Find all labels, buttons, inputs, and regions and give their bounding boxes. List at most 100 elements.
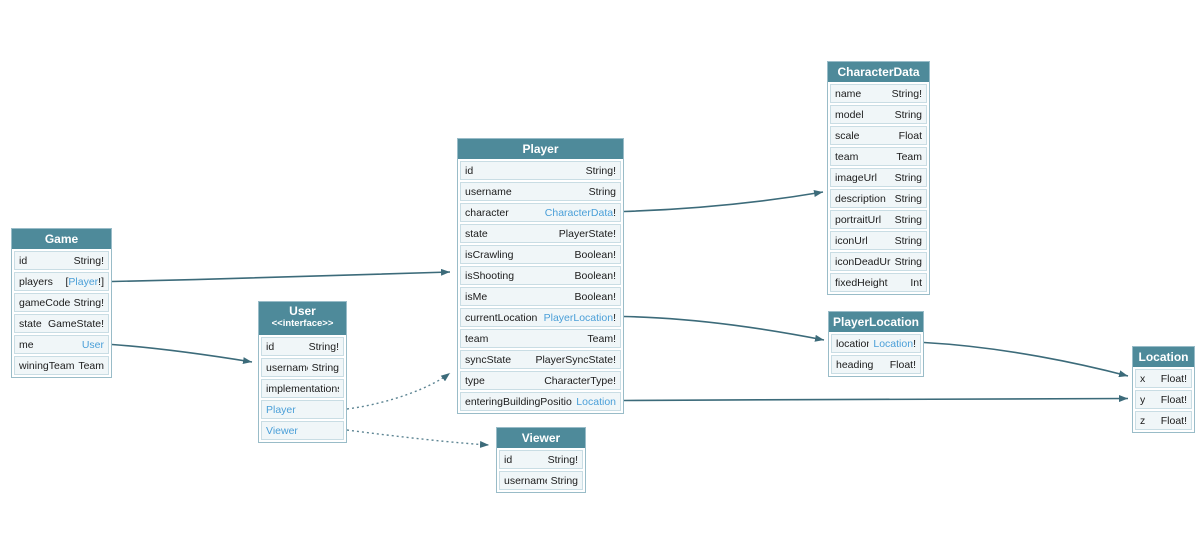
field-type: Float! [1161, 394, 1187, 406]
field-name: currentLocation [465, 311, 538, 324]
field-type: String! [586, 165, 616, 177]
field-row-viewer[interactable]: Viewer [261, 421, 344, 440]
type-text: String [588, 185, 616, 198]
type-link[interactable]: Location [576, 395, 616, 408]
table-title[interactable]: Location [1133, 347, 1194, 367]
field-row-implementations[interactable]: implementations [261, 379, 344, 398]
type-link[interactable]: User [81, 338, 104, 351]
relationship-arrow-playerlocation-location-to-location [923, 341, 1129, 378]
type-text: Team [896, 150, 922, 163]
relationship-arrow-game-me-to-user [111, 343, 253, 365]
field-row-players[interactable]: players[Player!] [14, 272, 109, 291]
field-name: fixedHeight [835, 276, 888, 289]
relationship-arrow-game-players-to-player [111, 268, 451, 283]
type-text: GameState! [47, 317, 104, 330]
type-link[interactable]: Viewer [266, 424, 298, 437]
type-text: String [894, 213, 922, 226]
type-text: Float! [1160, 372, 1187, 385]
type-link[interactable]: Player [266, 403, 296, 416]
type-link[interactable]: CharacterData [544, 206, 614, 219]
table-title[interactable]: Player [458, 139, 623, 159]
type-text: String [894, 171, 922, 184]
type-text: String [894, 192, 922, 205]
type-link[interactable]: Player [68, 275, 99, 288]
type-text: Float! [889, 358, 916, 371]
table-title[interactable]: CharacterData [828, 62, 929, 82]
field-name: syncState [465, 353, 512, 366]
field-row-isme[interactable]: isMe Boolean! [460, 287, 621, 306]
field-name: username [504, 474, 547, 487]
type-text: String [894, 255, 922, 268]
field-name: players [19, 275, 53, 288]
field-type: PlayerState! [559, 228, 616, 240]
field-type: User [82, 339, 104, 351]
type-text: ! [613, 311, 616, 324]
field-type: String [895, 235, 922, 247]
table-title[interactable]: Game [12, 229, 111, 249]
field-row-currentlocation[interactable]: currentLocation PlayerLocation! [460, 308, 621, 327]
table-title[interactable]: User<<interface>> [259, 302, 346, 335]
field-row-player[interactable]: Player [261, 400, 344, 419]
type-link[interactable]: PlayerLocation [543, 311, 614, 324]
type-text: Boolean! [574, 290, 616, 303]
field-type: Float [899, 130, 922, 142]
field-name: id [266, 340, 275, 353]
table-title[interactable]: PlayerLocation [829, 312, 923, 332]
table-title[interactable]: Viewer [497, 428, 585, 448]
field-type: String [312, 362, 339, 374]
field-type: String [895, 109, 922, 121]
table-title-text: PlayerLocation [832, 315, 920, 329]
type-text: String! [585, 164, 616, 177]
field-name: isMe [465, 290, 488, 303]
relationship-arrow-user-viewer-to-viewer [346, 429, 490, 448]
type-text: String! [891, 87, 922, 100]
type-link[interactable]: Location [873, 337, 914, 350]
